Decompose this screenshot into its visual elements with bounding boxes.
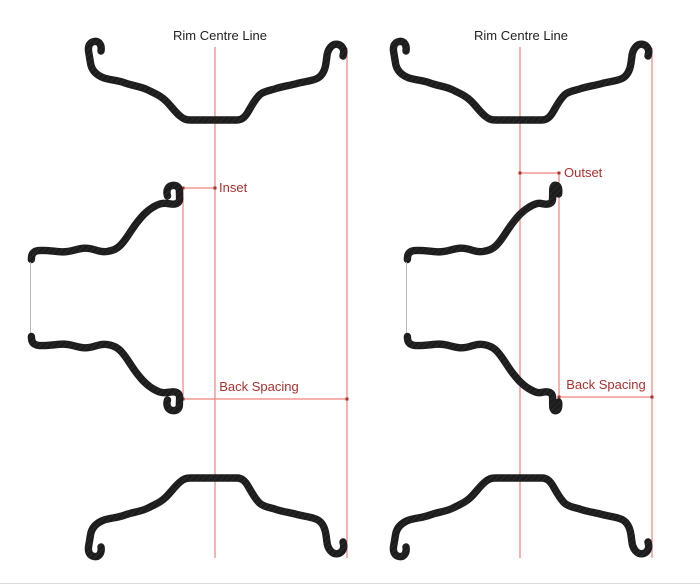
back-spacing-label-right: Back Spacing	[566, 377, 646, 392]
outset-label: Outset	[564, 165, 603, 180]
rim-bottom-section	[393, 478, 648, 557]
dimension-tick	[213, 186, 217, 190]
outset-construction-lines	[518, 47, 654, 558]
dimension-tick	[557, 395, 561, 399]
back-spacing-label-left: Back Spacing	[219, 379, 299, 394]
dimension-tick	[518, 171, 522, 175]
rim-top-section	[393, 41, 648, 120]
page-bottom-border	[0, 583, 700, 584]
rim-centre-line-title-right: Rim Centre Line	[474, 28, 568, 43]
dimension-tick	[181, 186, 185, 190]
inset-construction-lines	[181, 47, 349, 558]
dimension-tick	[345, 397, 349, 401]
wheel-disc-lower	[31, 337, 179, 411]
wheel-disc-upper	[407, 185, 558, 259]
dimension-tick	[557, 171, 561, 175]
wheel-disc-lower	[407, 337, 558, 411]
rim-top-section	[88, 41, 343, 120]
outset-diagram	[393, 41, 654, 558]
rim-centre-line-title-left: Rim Centre Line	[173, 28, 267, 43]
inset-diagram	[31, 41, 349, 558]
wheel-disc-upper	[31, 185, 179, 259]
inset-label: Inset	[219, 180, 248, 195]
rim-bottom-section	[88, 478, 343, 557]
dimension-tick	[650, 395, 654, 399]
